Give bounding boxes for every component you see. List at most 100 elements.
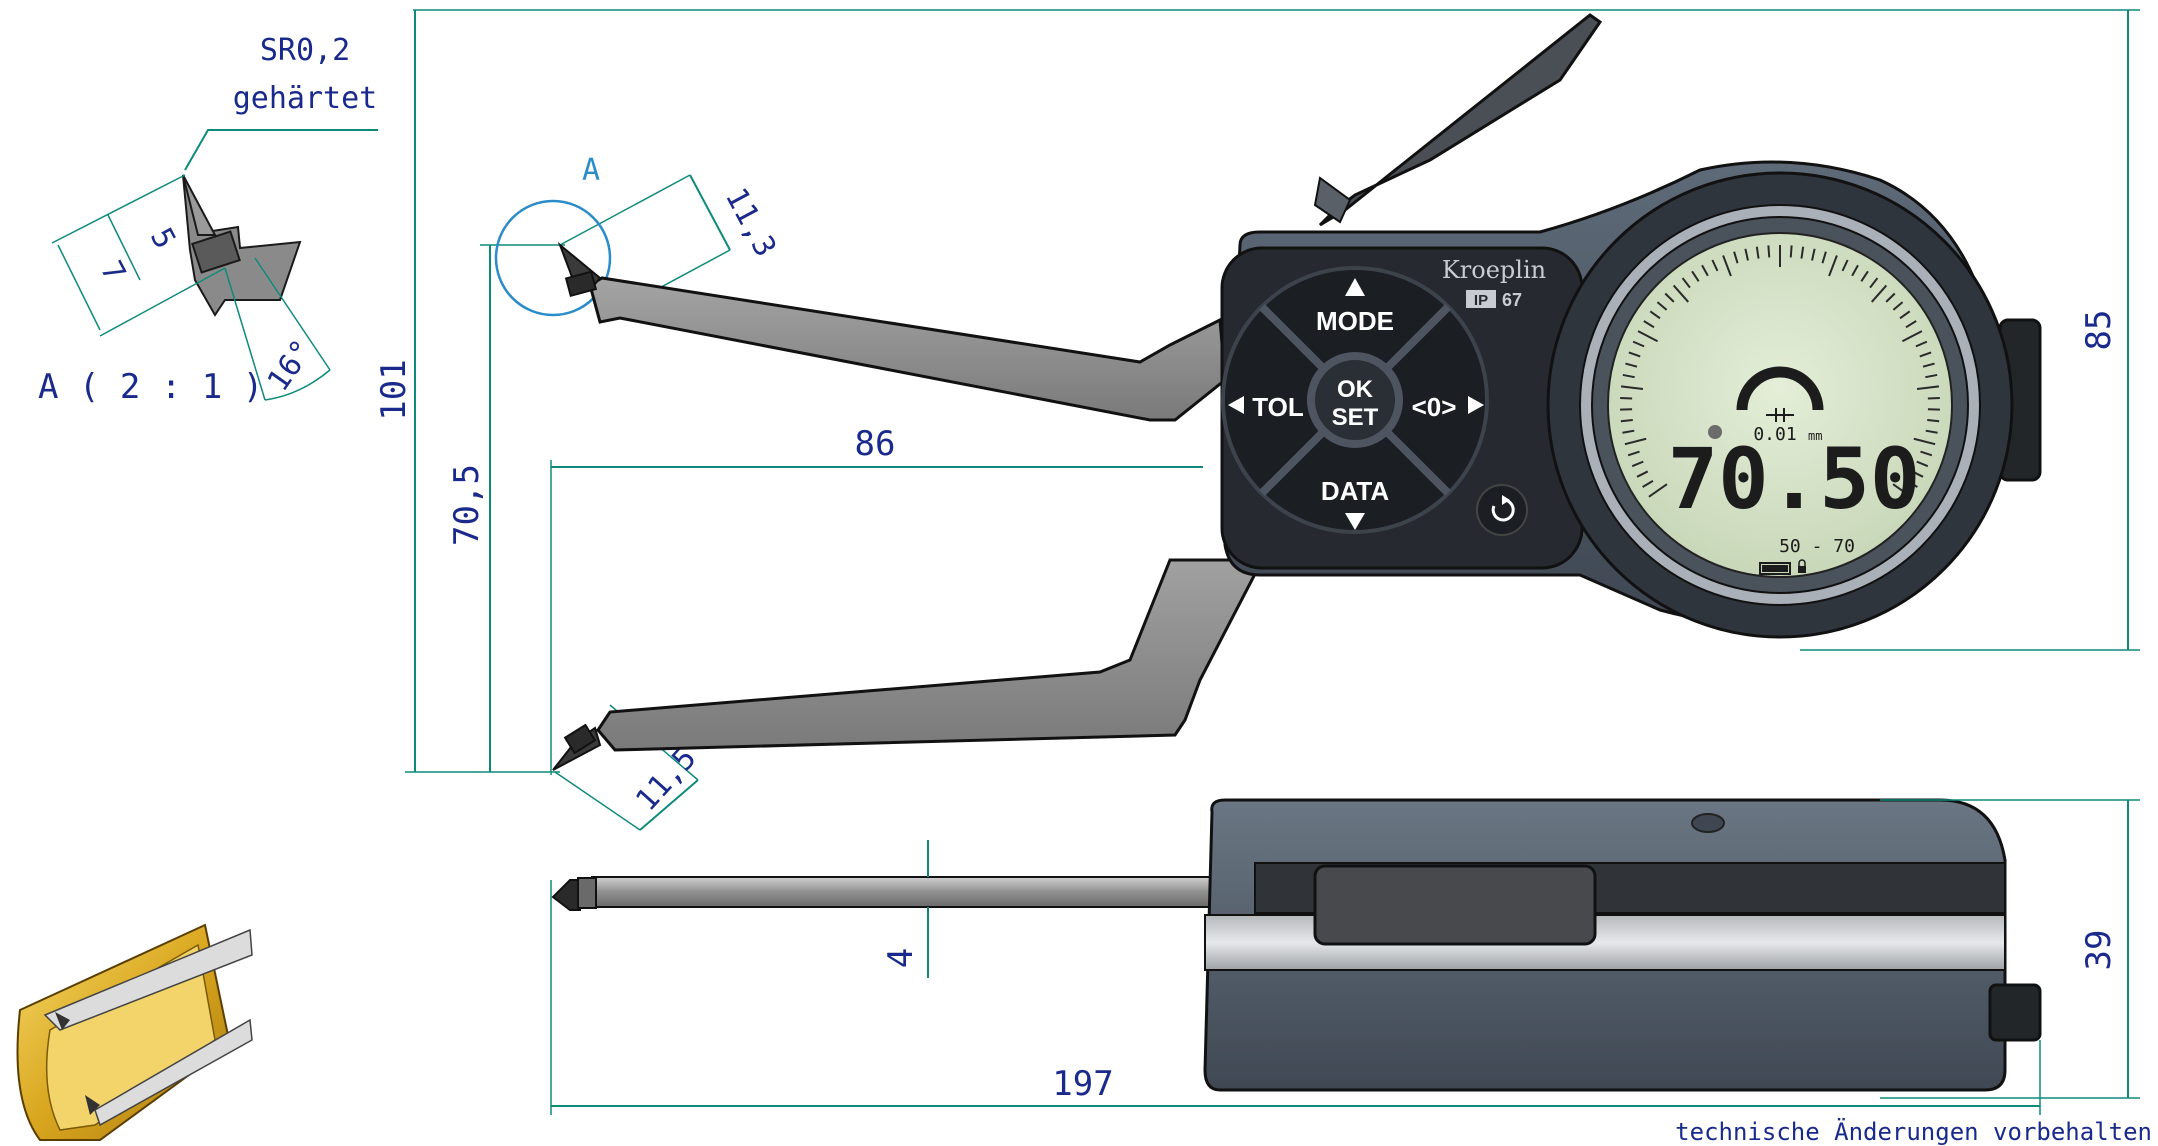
dim-line-11-5: [639, 779, 699, 831]
side-jaw-rod: [591, 876, 1263, 908]
set-label: SET: [1332, 404, 1379, 431]
lcd-tick: [1905, 320, 1917, 329]
lcd-tick: [1637, 330, 1659, 343]
lcd-tick: [1851, 264, 1859, 277]
data-button[interactable]: DATA: [1321, 476, 1390, 530]
side-screw: [1691, 813, 1725, 833]
lcd-tick: [1927, 419, 1940, 423]
dim-7-label: 7: [93, 255, 132, 287]
lcd-tick: [1892, 483, 1912, 498]
lcd-tick: [1722, 255, 1732, 277]
lower-jaw-tip-collar: [563, 723, 597, 755]
lcd-tick: [1916, 460, 1929, 468]
lcd-tick: [1691, 270, 1700, 282]
resolution-text: 0.01: [1753, 424, 1796, 445]
lcd-tick: [1628, 351, 1641, 358]
lower-probe-tip: [85, 1095, 100, 1115]
lcd-tick: [1656, 301, 1668, 311]
tol-button[interactable]: TOL: [1228, 392, 1304, 422]
lcd-tick: [1643, 320, 1655, 329]
dim-line-11-3: [689, 174, 731, 251]
detail-a-callout: A: [494, 153, 612, 317]
lcd-tick: [1870, 284, 1888, 303]
lcd-screen: [1607, 232, 1953, 578]
lcd-tick: [1925, 373, 1938, 379]
lock-icon: [1798, 566, 1806, 573]
ip-label: IP: [1474, 292, 1488, 309]
dim-39-label: 39: [2079, 930, 2119, 971]
lcd-tick: [1911, 470, 1924, 478]
dim-line-7: [57, 244, 101, 331]
zero-button[interactable]: <0>: [1412, 392, 1484, 422]
brand-logo: Kroeplin: [1442, 256, 1546, 284]
lcd-tick: [1620, 397, 1633, 400]
lcd-scale-ticks: [1620, 245, 1940, 498]
dim-angle-line: [224, 267, 266, 401]
down-arrow-icon: [1345, 513, 1365, 530]
reset-icon: [1491, 498, 1515, 522]
side-lever-block: [1313, 864, 1597, 946]
status-dot-icon: [1708, 425, 1722, 439]
lcd-tick: [1899, 310, 1911, 320]
lcd-tick: [1620, 385, 1644, 390]
reset-icon-arrow: [1502, 495, 1510, 505]
dim-86-label: 86: [855, 424, 896, 464]
lcd-tick: [1869, 277, 1879, 289]
dim-ext-line: [99, 267, 226, 337]
power-button[interactable]: [1476, 484, 1528, 536]
lcd-tick: [1860, 270, 1869, 282]
lcd-tick: [1755, 246, 1760, 259]
lcd-tick: [1811, 248, 1816, 261]
battery-icon: [1759, 562, 1791, 575]
upper-jaw-arm: [588, 276, 1227, 422]
upper-probe-tip: [55, 1012, 70, 1030]
dim-4-label: 4: [881, 948, 921, 968]
dim-ext-line: [554, 771, 641, 831]
reading-value: 70.50: [1668, 430, 1921, 528]
dim-197-label: 197: [1052, 1064, 1113, 1104]
lcd-tick: [1915, 340, 1928, 348]
unit-text: mm: [1808, 429, 1822, 443]
lcd-tick: [1627, 450, 1640, 457]
lcd-tick: [1672, 284, 1690, 303]
footer-note: technische Änderungen vorbehalten: [1675, 1118, 2152, 1146]
lcd-tick: [1625, 362, 1638, 368]
dim-ext-line: [51, 174, 186, 244]
detail-tip-cone: [182, 174, 217, 236]
caliper-side-view: 39 197 4: [550, 798, 2140, 1115]
lcd-tick: [1828, 255, 1838, 277]
dim-angle-line: [254, 257, 331, 371]
lower-jaw-arm: [596, 541, 1274, 752]
inner-measure-icon: [1736, 366, 1824, 411]
lcd-tick: [1919, 351, 1932, 358]
lcd-tick: [1664, 292, 1675, 303]
lock-icon-shackle: [1798, 559, 1806, 567]
lcd-tick: [1711, 259, 1719, 272]
right-arrow-icon: [1468, 396, 1484, 414]
leader-line: [184, 129, 378, 171]
ip-number: 67: [1502, 290, 1522, 310]
lcd-tick: [1916, 385, 1940, 390]
side-jaw-tip: [551, 879, 581, 911]
detail-a-circle: [494, 199, 612, 317]
dim-70-5-label: 70,5: [447, 464, 487, 546]
upper-probe-arm: [43, 928, 253, 1031]
ok-label: OK: [1337, 376, 1374, 403]
upper-lever: [1318, 13, 1603, 227]
lcd-tick: [1636, 470, 1649, 478]
lcd-tick: [1624, 437, 1647, 446]
mode-button[interactable]: MODE: [1316, 278, 1394, 336]
data-label: DATA: [1321, 476, 1390, 506]
detail-tip-body: [182, 174, 302, 317]
lcd-tick: [1821, 251, 1827, 264]
side-knob: [1988, 983, 2042, 1042]
dim-line-5: [107, 214, 141, 281]
ok-set-button[interactable]: [1307, 352, 1403, 448]
lcd-tick: [1920, 450, 1933, 457]
lcd-tick: [1885, 292, 1896, 303]
lcd-tick: [1701, 264, 1709, 277]
dim-ext-line: [559, 174, 691, 246]
lcd-tick: [1892, 301, 1904, 311]
zero-label: <0>: [1412, 392, 1457, 422]
